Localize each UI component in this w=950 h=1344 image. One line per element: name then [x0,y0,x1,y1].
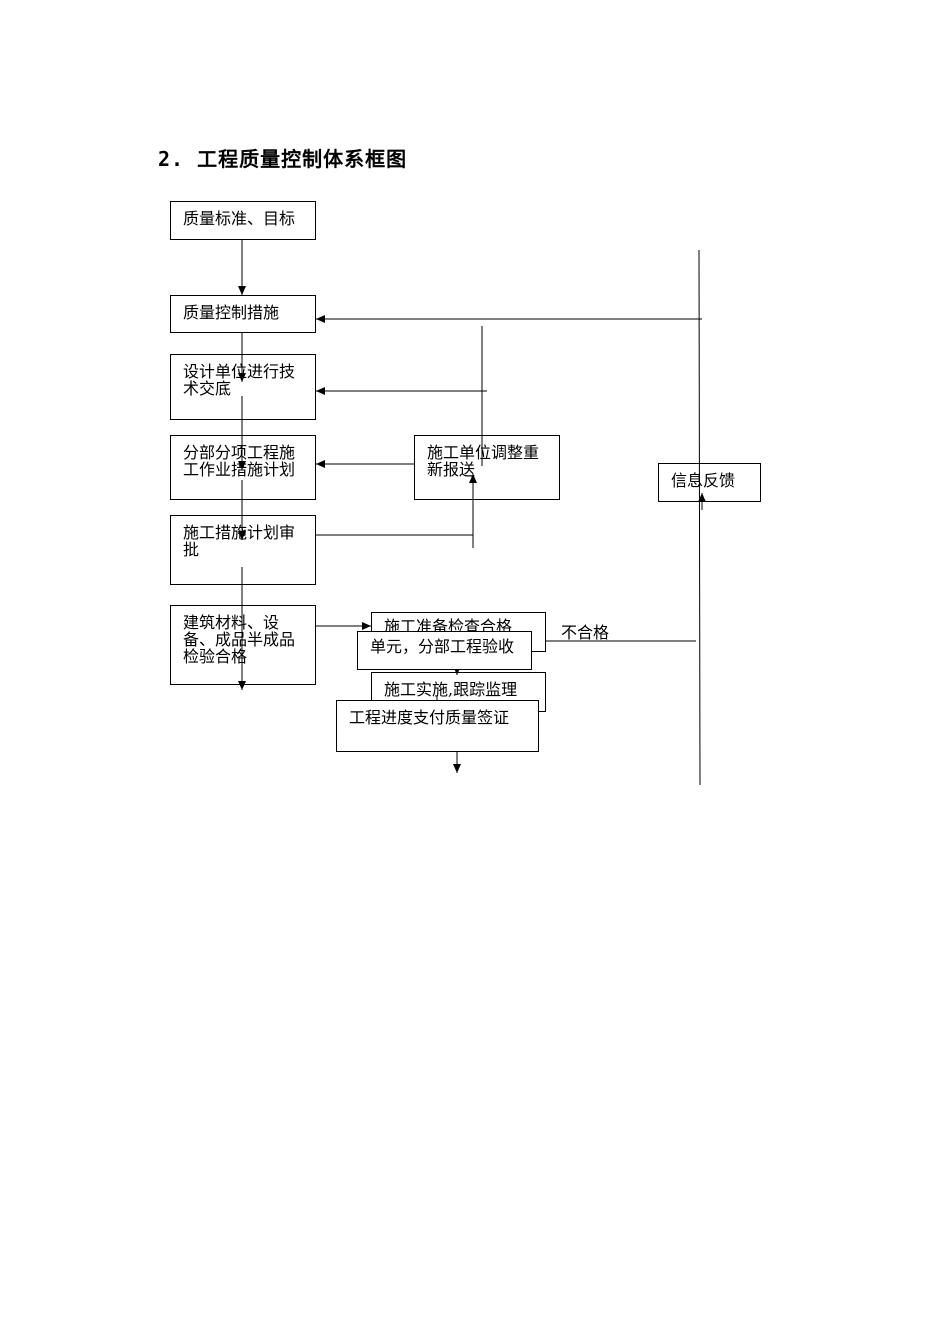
line-feedback-vertical [698,249,701,786]
page-title: 2. 工程质量控制体系框图 [158,147,408,171]
box-progress-payment: 工程进度支付质量签证 [336,700,539,752]
box-design-disclosure: 设计单位进行技术交底 [170,354,316,420]
box-info-feedback: 信息反馈 [658,463,761,502]
box-materials-check: 建筑材料、设备、成品半成品检验合格 [170,605,316,685]
box-plan-approval: 施工措施计划审批 [170,515,316,585]
box-unit-acceptance: 单元，分部工程验收 [357,631,532,670]
box-quality-standard: 质量标准、目标 [170,201,316,240]
box-quality-measures: 质量控制措施 [170,295,316,333]
box-sub-project-plan: 分部分项工程施工作业措施计划 [170,435,316,500]
label-unqualified: 不合格 [561,623,610,642]
box-contractor-resubmit: 施工单位调整重新报送 [414,435,560,500]
